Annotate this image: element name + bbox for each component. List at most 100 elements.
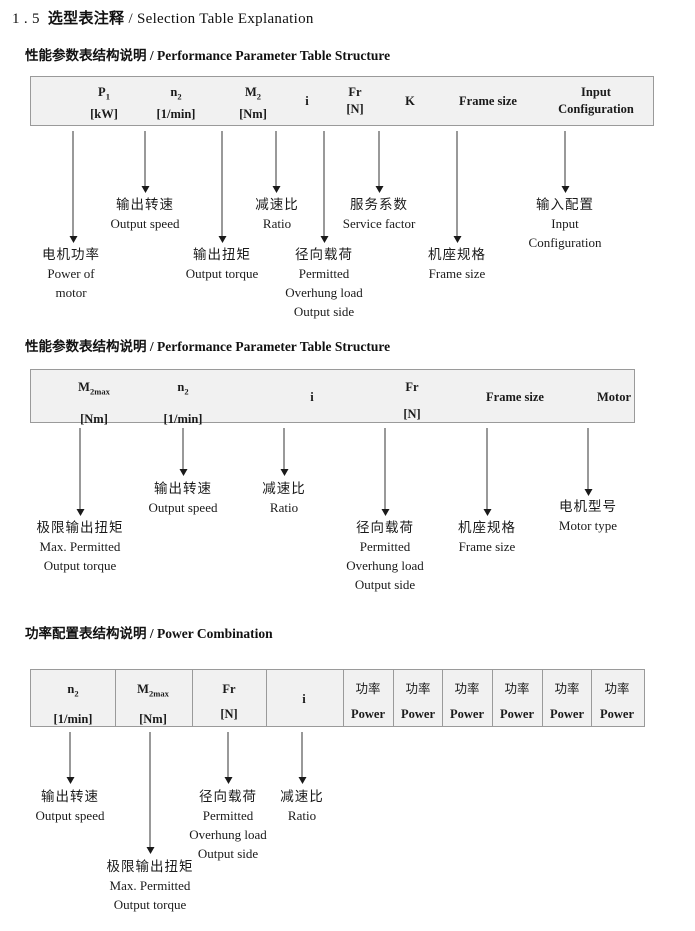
callout-ratio: 减速比 Ratio [280,787,324,825]
header-cell-m2max: M2max [Nm] [78,379,110,428]
col-unit: Power [599,707,635,721]
callout-frame-size: 机座规格 Frame size [458,518,516,556]
section-heading-separator: / [149,48,154,63]
performance-table-2: M2max [Nm] n2 [1/min] i Fr [N] Frame siz… [30,369,635,426]
col-sub: 2 [256,91,262,102]
col-label: n [177,380,185,394]
column-divider [492,670,493,726]
col-label: Motor [596,390,632,404]
arrow-power-of-motor [69,131,78,243]
col-label: M [137,682,149,696]
column-divider [115,670,116,726]
col-unit: Configuration [558,102,634,116]
col-unit: [kW] [90,106,118,121]
col-label: n [67,682,75,696]
callout-cn: 径向载荷 [199,789,257,804]
callout-cn: 输出扭矩 [192,247,251,262]
arrow-ratio [280,428,289,476]
callout-power-of-motor: 电机功率 Power of motor [42,245,100,302]
callout-en: Frame size [428,266,486,281]
col-label: 功率 [604,682,630,696]
col-label: 功率 [454,682,480,696]
header-cell-power-6: 功率 Power [600,681,634,723]
header-cell-n2: n2 [1/min] [54,681,93,728]
arrow-motor-type [584,428,593,496]
page-title-en: Selection Table Explanation [136,11,314,27]
column-divider [591,670,592,726]
header-cell-fr: Fr [N] [346,84,363,118]
column-divider [442,670,443,726]
callout-cn: 电机型号 [558,499,617,514]
header-cell-m2max: M2max [Nm] [137,681,169,728]
col-label: Frame size [459,94,517,108]
callout-en: Output side [354,577,416,592]
section-heading-performance-1: 性能参数表结构说明 / Performance Parameter Table … [25,44,390,64]
callout-en: Power of [47,266,95,281]
callout-en: Output side [293,304,355,319]
callout-max-permitted-output-torque: 极限输出扭矩 Max. Permitted Output torque [37,518,124,575]
callout-cn: 极限输出扭矩 [36,520,124,535]
header-cell-fr: Fr [N] [403,379,420,423]
callout-en: Permitted [359,539,411,554]
col-unit: [1/min] [156,106,196,121]
col-unit: [N] [403,407,421,421]
section-heading-cn: 性能参数表结构说明 [25,339,147,354]
arrow-output-speed [141,131,150,193]
col-label: 功率 [554,682,580,696]
callout-cn: 径向载荷 [295,247,353,262]
arrow-ratio [298,732,307,784]
section-heading-en: Performance Parameter Table Structure [157,48,391,63]
header-cell-i: i [302,691,305,708]
callout-en: Overhung load [285,285,363,300]
arrow-max-permitted-output-torque [76,428,85,516]
arrow-output-speed [179,428,188,476]
arrow-max-permitted-output-torque [146,732,155,854]
section-heading-performance-2: 性能参数表结构说明 / Performance Parameter Table … [25,335,390,355]
header-cell-i: i [305,93,308,110]
arrow-overhung-load [320,131,329,243]
section-heading-separator: / [149,626,154,641]
col-unit: [1/min] [163,411,203,426]
callout-en: Output speed [148,500,218,515]
callout-cn: 减速比 [255,197,299,212]
section-heading-power-combination: 功率配置表结构说明 / Power Combination [25,622,273,642]
col-unit: Power [350,707,386,721]
header-cell-power-2: 功率 Power [401,681,435,723]
callout-ratio: 减速比 Ratio [255,195,299,233]
col-label: 功率 [405,682,431,696]
callout-cn: 服务系数 [349,197,408,212]
callout-en: Input [551,216,579,231]
col-sub: 1 [105,91,110,102]
callout-output-speed: 输出转速 Output speed [36,787,105,825]
callout-en: Configuration [528,235,602,250]
callout-cn: 减速比 [280,789,324,804]
callout-ratio: 减速比 Ratio [262,479,306,517]
col-label: 功率 [355,682,381,696]
column-divider [343,670,344,726]
section-heading-separator: / [149,339,154,354]
col-label: K [405,94,415,108]
col-unit: [N] [220,707,238,721]
column-divider [393,670,394,726]
header-cell-frame-size: Frame size [486,389,544,406]
callout-frame-size: 机座规格 Frame size [428,245,486,283]
arrow-output-speed [66,732,75,784]
col-label: M [78,380,90,394]
callout-en: Output torque [43,558,117,573]
callout-en: Permitted [202,808,254,823]
col-unit: Power [549,707,585,721]
callout-output-torque: 输出扭矩 Output torque [186,245,259,283]
col-label: Frame size [486,390,544,404]
column-divider [542,670,543,726]
callout-en: Overhung load [346,558,424,573]
section-heading-en: Power Combination [157,626,273,641]
column-divider [266,670,267,726]
header-cell-i: i [310,389,313,406]
col-label: n [170,85,178,99]
col-sub: 2 [177,91,182,102]
callout-en: Output side [197,846,259,861]
callout-motor-type: 电机型号 Motor type [559,497,617,535]
section-heading-en: Performance Parameter Table Structure [157,339,391,354]
col-label: Fr [348,85,362,99]
callout-input-configuration: 输入配置 Input Configuration [529,195,602,252]
